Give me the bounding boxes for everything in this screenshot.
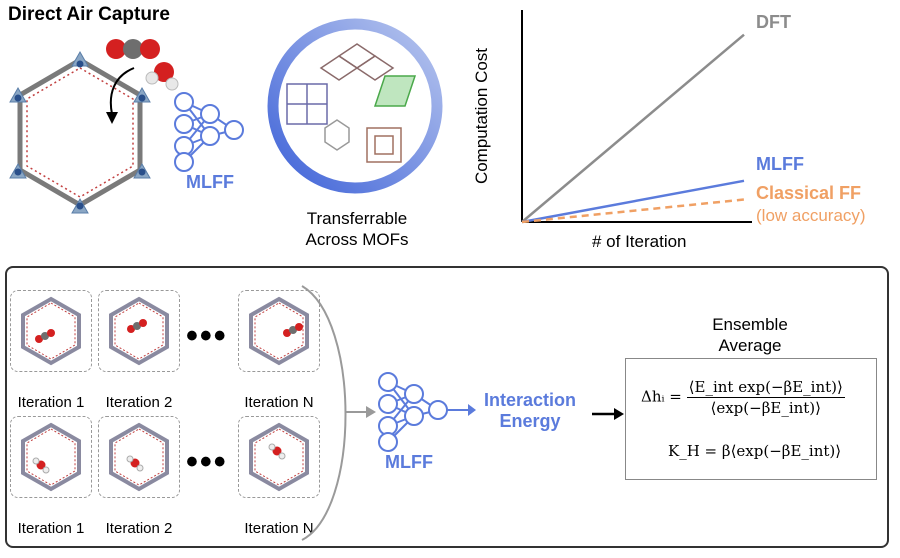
ensemble-line1: Ensemble (712, 315, 788, 334)
henry-coefficient-equation: K_H = β⟨exp(−βE_int)⟩ (668, 442, 842, 460)
neural-network-icon-bottom (378, 372, 476, 452)
iteration-label: Iteration 1 (17, 394, 85, 411)
equation-box (625, 358, 877, 480)
mof-collection-ring (267, 18, 443, 194)
mlff-chart-label: MLFF (756, 154, 804, 174)
co2-molecule-icon (106, 39, 160, 59)
iteration-label: Iteration 2 (105, 394, 173, 411)
iteration-label: Iteration N (244, 394, 314, 411)
ensemble-line2: Average (718, 336, 782, 355)
iteration-label: Iteration N (244, 520, 314, 537)
output-arrow (592, 408, 624, 420)
snapshot-h2o-3 (238, 416, 320, 498)
classical-ff-series-line (521, 198, 745, 224)
iteration-label: Iteration 2 (105, 520, 173, 537)
snapshot-co2-2 (98, 290, 180, 372)
ensemble-average-title: Ensemble Average (660, 314, 840, 356)
enthalpy-lhs: Δhᵢ = (641, 387, 682, 406)
h2o-molecule-icon (145, 62, 179, 91)
chart-xlabel: # of Iteration (592, 232, 687, 251)
snapshot-co2-3 (238, 290, 320, 372)
transfer-caption: Transferrable Across MOFs (262, 208, 452, 250)
mlff-label-top: MLFF (186, 172, 234, 192)
dft-series-line (521, 33, 745, 223)
enthalpy-numerator: ⟨E_int exp(−βE_int)⟩ (686, 378, 845, 398)
enthalpy-denominator: ⟨exp(−βE_int)⟩ (710, 399, 822, 417)
classical-ff-label: Classical FF (756, 183, 862, 203)
snapshot-h2o-1 (10, 416, 92, 498)
curved-arrow-icon (106, 67, 135, 124)
interaction-energy-line2: Energy (499, 411, 561, 431)
enthalpy-fraction: ⟨E_int exp(−βE_int)⟩ ⟨exp(−βE_int)⟩ (686, 378, 845, 417)
neural-network-icon (174, 92, 244, 172)
classical-ff-note: (low accuracy) (756, 206, 866, 225)
enthalpy-equation: Δhᵢ = ⟨E_int exp(−βE_int)⟩ ⟨exp(−βE_int)… (641, 378, 845, 417)
mlff-label-bottom: MLFF (385, 452, 433, 472)
page-title: Direct Air Capture (8, 4, 170, 25)
interaction-energy-line1: Interaction (483, 390, 576, 410)
mlff-series-line (521, 179, 745, 224)
snapshot-co2-1 (10, 290, 92, 372)
transfer-caption-line2: Across MOFs (305, 230, 409, 249)
iteration-label: Iteration 1 (17, 520, 85, 537)
transfer-caption-line1: Transferrable (306, 209, 408, 228)
workflow-panel (5, 266, 889, 548)
dft-label: DFT (756, 12, 791, 32)
snapshot-h2o-2 (98, 416, 180, 498)
interaction-energy-label: Interaction Energy (470, 390, 590, 432)
